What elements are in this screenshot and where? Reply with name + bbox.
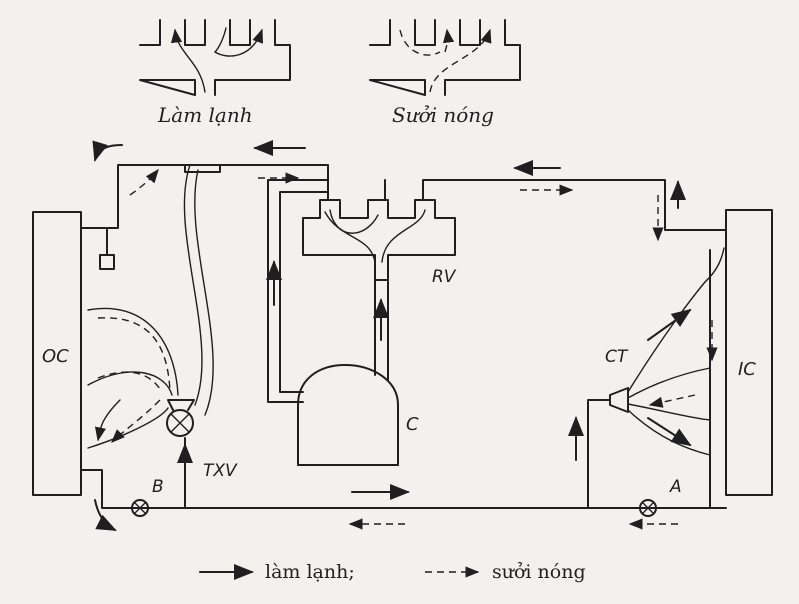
outdoor-coil-label: OC xyxy=(42,346,69,367)
legend: làm lạnh; sưởi nóng xyxy=(199,561,586,583)
expansion-valve xyxy=(166,164,214,437)
indoor-coil xyxy=(725,209,773,496)
valve-inset-heating xyxy=(369,19,521,96)
legend-heating: sưởi nóng xyxy=(492,561,586,583)
outdoor-coil xyxy=(32,211,82,496)
expansion-valve-label: TXV xyxy=(203,461,238,481)
caption-cooling: Làm lạnh xyxy=(157,103,253,127)
valve-inset-cooling xyxy=(139,19,291,96)
compressor-label: C xyxy=(406,414,419,435)
sensing-bulb xyxy=(99,254,115,270)
capillary-distributor-label: CT xyxy=(605,347,629,367)
compressor xyxy=(297,364,399,466)
reversing-valve xyxy=(302,199,456,281)
indoor-coil-label: IC xyxy=(738,359,756,380)
reversing-valve-label: RV xyxy=(432,267,457,287)
check-valve-b-label: B xyxy=(152,477,164,497)
check-valve-a xyxy=(639,499,657,517)
legend-cooling: làm lạnh; xyxy=(265,561,355,583)
main-piping xyxy=(80,164,727,509)
check-valve-a-label: A xyxy=(669,477,682,497)
check-valve-b xyxy=(131,499,149,517)
caption-heating: Sưởi nóng xyxy=(392,103,494,127)
flow-arrows xyxy=(92,140,718,531)
